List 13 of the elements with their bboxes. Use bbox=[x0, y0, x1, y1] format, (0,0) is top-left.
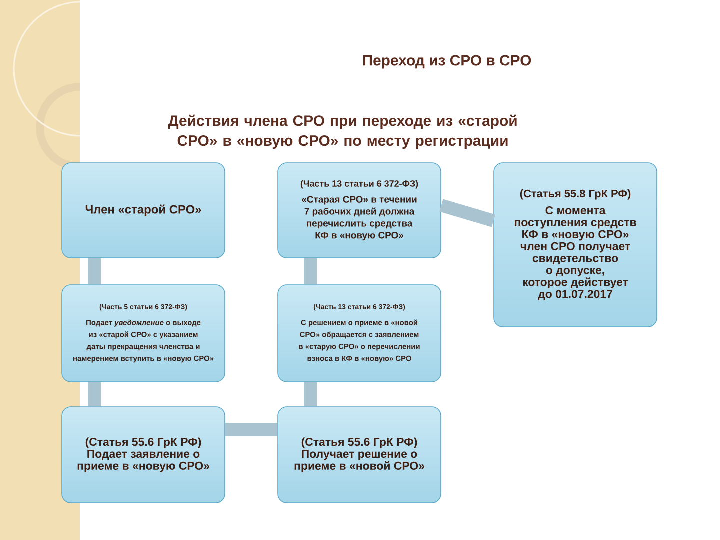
process-box: Член «старой СРО» bbox=[62, 162, 226, 258]
process-box: (Статья 55.6 ГрК РФ) Получает решение о приеме в «новой СРО» bbox=[278, 406, 442, 504]
connector bbox=[440, 199, 496, 228]
process-box: (Часть 13 статьи 6 372-ФЗ) «Старая СРО» в течении 7 рабочих дней должна перечислить средства КФ в «новую СРО» bbox=[278, 162, 442, 258]
connector bbox=[88, 258, 102, 285]
connector bbox=[225, 423, 278, 436]
connector bbox=[88, 382, 102, 407]
connector bbox=[304, 382, 318, 407]
process-box: (Статья 55.8 ГрК РФ) С момента поступления средств КФ в «новую СРО» член СРО получает свидетельство о допуске, которое действует до 01.07.2017 bbox=[494, 162, 658, 328]
subtitle: Действия члена СРО при переходе из «старой СРО» в «новую СРО» по месту регистрации bbox=[168, 114, 517, 150]
process-box: (Статья 55.6 ГрК РФ) Подает заявление о приеме в «новую СРО» bbox=[62, 406, 226, 504]
title: Переход из СРО в СРО bbox=[363, 55, 532, 69]
connector bbox=[304, 258, 318, 285]
